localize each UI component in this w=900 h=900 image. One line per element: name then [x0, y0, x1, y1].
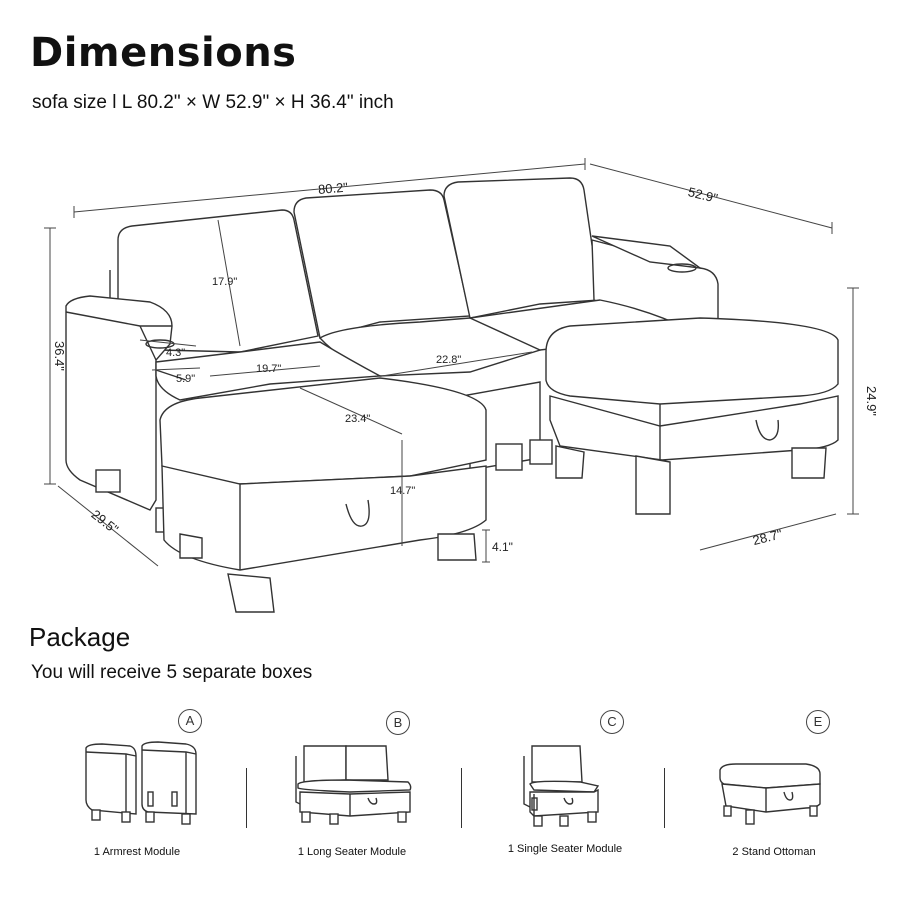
back-height-label: 17.9"	[212, 276, 237, 288]
box-separator	[461, 768, 462, 828]
ottoman-depth-label: 23.4"	[345, 413, 370, 425]
ottoman-width-label: 14.7"	[390, 485, 415, 497]
back-cushion-right	[443, 177, 601, 319]
seat-depth-label: 19.7"	[256, 363, 281, 375]
package-subtitle: You will receive 5 separate boxes	[31, 662, 313, 683]
chaise-length-dimension-line	[57, 485, 159, 567]
ottoman-length-dimension-line	[699, 513, 837, 551]
cup-depth-label: 4.3"	[166, 347, 185, 359]
box-label-long-seater-module: 1 Long Seater Module	[297, 846, 407, 858]
ottoman-height-label: 24.9"	[864, 386, 879, 416]
single-seater-module-illustration	[523, 745, 600, 827]
box-label-single-seater-module: 1 Single Seater Module	[507, 843, 623, 855]
arm-width-label: 5.9"	[176, 373, 195, 385]
width-label: 52.9"	[687, 184, 720, 206]
box-letter-b: B	[386, 711, 410, 735]
box-separator	[664, 768, 665, 828]
back-cushion-middle	[293, 189, 471, 339]
box-letter-c: C	[600, 710, 624, 734]
box-separator	[246, 768, 247, 828]
long-seater-module-illustration	[295, 745, 412, 825]
height-label: 36.4"	[52, 341, 67, 371]
right-ottoman-top	[545, 317, 839, 405]
sofa-dimension-diagram: 80.2" 52.9" 36.4" 24.9" 29.5" 28.7" 22.8…	[44, 158, 879, 613]
sofa-size-text: sofa size l L 80.2" × W 52.9" × H 36.4" …	[32, 92, 394, 113]
box-letter-e: E	[806, 710, 830, 734]
length-dimension-line	[73, 163, 586, 213]
width-dimension-line	[589, 163, 833, 229]
left-armrest	[65, 295, 173, 511]
page-title: Dimensions	[30, 30, 297, 76]
leg-height-label: 4.1"	[492, 540, 513, 554]
seat-width-label: 22.8"	[436, 354, 461, 366]
length-label: 80.2"	[317, 179, 348, 197]
box-label-stand-ottoman: 2 Stand Ottoman	[732, 846, 816, 858]
ottoman-length-label: 28.7"	[751, 526, 784, 548]
package-title: Package	[29, 622, 131, 652]
box-label-armrest-module: 1 Armrest Module	[93, 846, 181, 858]
left-ottoman-base	[161, 465, 487, 571]
armrest-module-illustration	[85, 741, 197, 825]
box-letter-a: A	[178, 709, 202, 733]
stand-ottoman-illustration	[719, 763, 821, 825]
